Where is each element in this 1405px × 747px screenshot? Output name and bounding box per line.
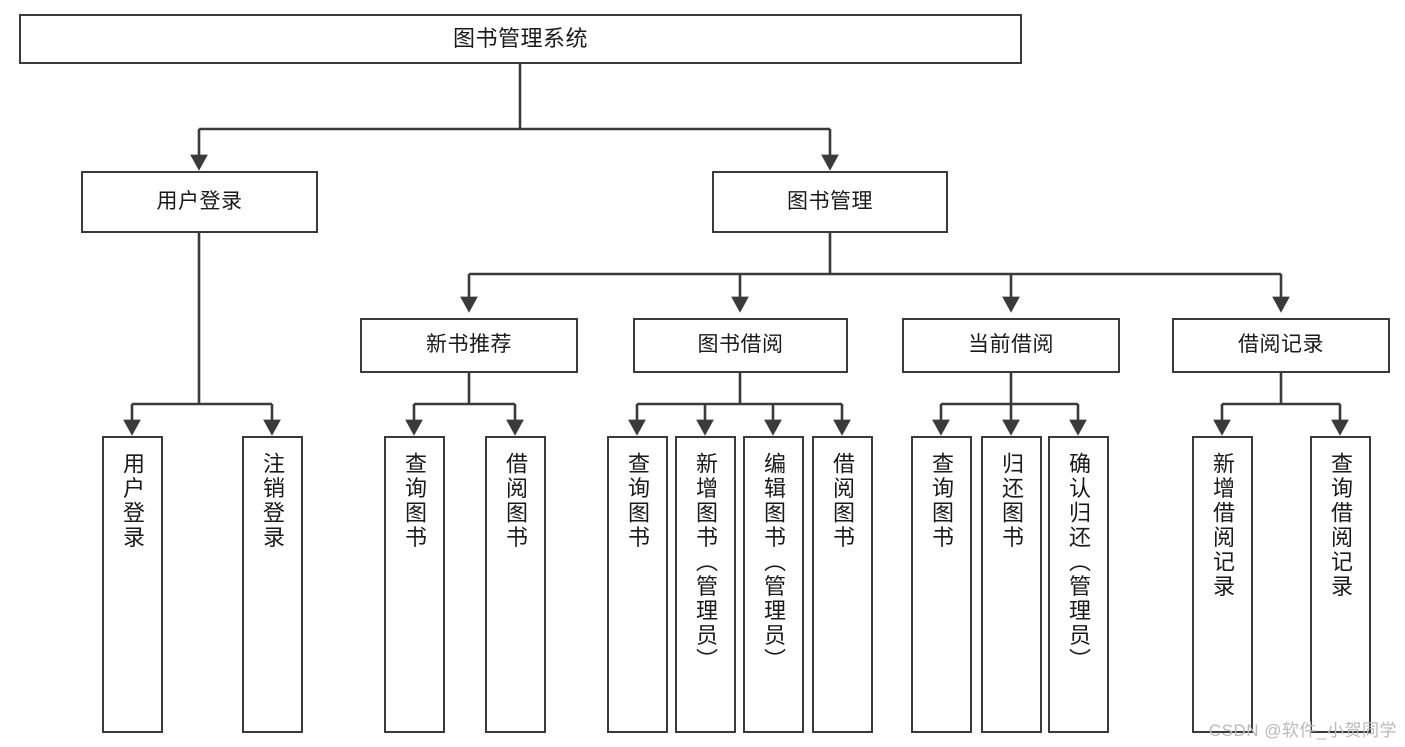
- node-label: 查询图书: [402, 452, 428, 550]
- node-label: 编辑图书（管理员）: [761, 452, 787, 673]
- node-current-borrow[interactable]: 当前借阅: [902, 318, 1120, 373]
- node-label: 当前借阅: [968, 333, 1054, 357]
- leaf-borrow-add-book[interactable]: 新增图书（管理员）: [675, 436, 736, 733]
- node-label: 图书管理: [787, 189, 873, 213]
- node-label: 确认归还（管理员）: [1066, 452, 1092, 673]
- node-label: 图书借阅: [697, 333, 784, 357]
- node-label: 借阅记录: [1238, 333, 1324, 357]
- leaf-borrow-edit-book[interactable]: 编辑图书（管理员）: [743, 436, 804, 733]
- leaf-record-add[interactable]: 新增借阅记录: [1192, 436, 1253, 733]
- node-book-borrow[interactable]: 图书借阅: [633, 318, 848, 373]
- leaf-user-logout[interactable]: 注销登录: [242, 436, 303, 733]
- leaf-user-login[interactable]: 用户登录: [102, 436, 163, 733]
- leaf-current-query-book[interactable]: 查询图书: [911, 436, 972, 733]
- node-label: 新增图书（管理员）: [693, 452, 719, 673]
- node-user-login[interactable]: 用户登录: [81, 171, 318, 233]
- node-label: 借阅图书: [503, 452, 529, 550]
- node-label: 借阅图书: [830, 452, 856, 550]
- node-label: 用户登录: [156, 189, 243, 213]
- node-label: 查询图书: [625, 452, 651, 550]
- leaf-new-book-borrow[interactable]: 借阅图书: [485, 436, 546, 733]
- leaf-record-query[interactable]: 查询借阅记录: [1310, 436, 1371, 733]
- node-label: 新增借阅记录: [1210, 452, 1236, 599]
- node-label: 查询借阅记录: [1328, 452, 1354, 599]
- node-label: 图书管理系统: [452, 26, 588, 52]
- node-label: 查询图书: [929, 452, 955, 550]
- leaf-borrow-borrow-book[interactable]: 借阅图书: [812, 436, 873, 733]
- node-label: 注销登录: [260, 452, 286, 550]
- leaf-new-book-query[interactable]: 查询图书: [384, 436, 445, 733]
- leaf-borrow-query-book[interactable]: 查询图书: [607, 436, 668, 733]
- node-borrow-record[interactable]: 借阅记录: [1172, 318, 1390, 373]
- node-label: 归还图书: [999, 452, 1025, 550]
- node-new-book-recommend[interactable]: 新书推荐: [360, 318, 578, 373]
- node-book-management[interactable]: 图书管理: [712, 171, 948, 233]
- node-label: 用户登录: [120, 452, 146, 550]
- leaf-current-confirm-return[interactable]: 确认归还（管理员）: [1048, 436, 1109, 733]
- node-root-system[interactable]: 图书管理系统: [19, 14, 1022, 64]
- csdn-watermark: CSDN @软件_小贺同学: [1208, 721, 1397, 740]
- node-label: 新书推荐: [426, 333, 512, 357]
- leaf-current-return-book[interactable]: 归还图书: [981, 436, 1042, 733]
